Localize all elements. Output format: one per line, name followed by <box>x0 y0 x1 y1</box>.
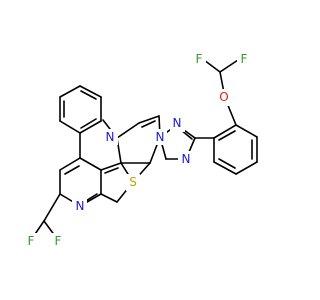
svg-text:N: N <box>156 130 165 144</box>
pyrimidine-ring <box>102 115 161 183</box>
svg-text:F: F <box>28 234 35 248</box>
atom-label-n-pyrimidine: N <box>103 129 118 145</box>
atom-label-n-triazole-left: N <box>152 129 167 145</box>
phenyl-ring <box>59 85 102 134</box>
svg-text:F: F <box>241 52 248 66</box>
pyridine-ring <box>59 157 102 207</box>
atom-label-f-top-left: F <box>192 51 206 67</box>
svg-text:O: O <box>219 90 228 104</box>
atom-label-f-top-right: F <box>237 51 251 67</box>
svg-text:N: N <box>76 199 85 213</box>
atom-label-f-bottom-left: F <box>24 233 38 249</box>
atom-label-o-ether: O <box>216 89 232 106</box>
aryl-ring <box>213 124 258 175</box>
structure-canvas: F F O N N N N S N F F <box>24 51 258 249</box>
svg-text:F: F <box>196 52 203 66</box>
svg-text:S: S <box>129 175 137 189</box>
atom-label-f-bottom-right: F <box>51 233 65 249</box>
atom-label-n-triazole-bottom: N <box>178 151 193 168</box>
svg-text:F: F <box>55 234 62 248</box>
atom-label-n-pyridine: N <box>72 198 87 214</box>
svg-text:N: N <box>173 116 182 130</box>
atom-label-n-triazole-top: N <box>170 115 185 132</box>
molecule-drawing: F F O N N N N S N F F <box>24 51 258 249</box>
atom-label-s-thiophene: S <box>126 174 140 191</box>
svg-text:N: N <box>106 130 115 144</box>
svg-text:N: N <box>182 152 191 166</box>
